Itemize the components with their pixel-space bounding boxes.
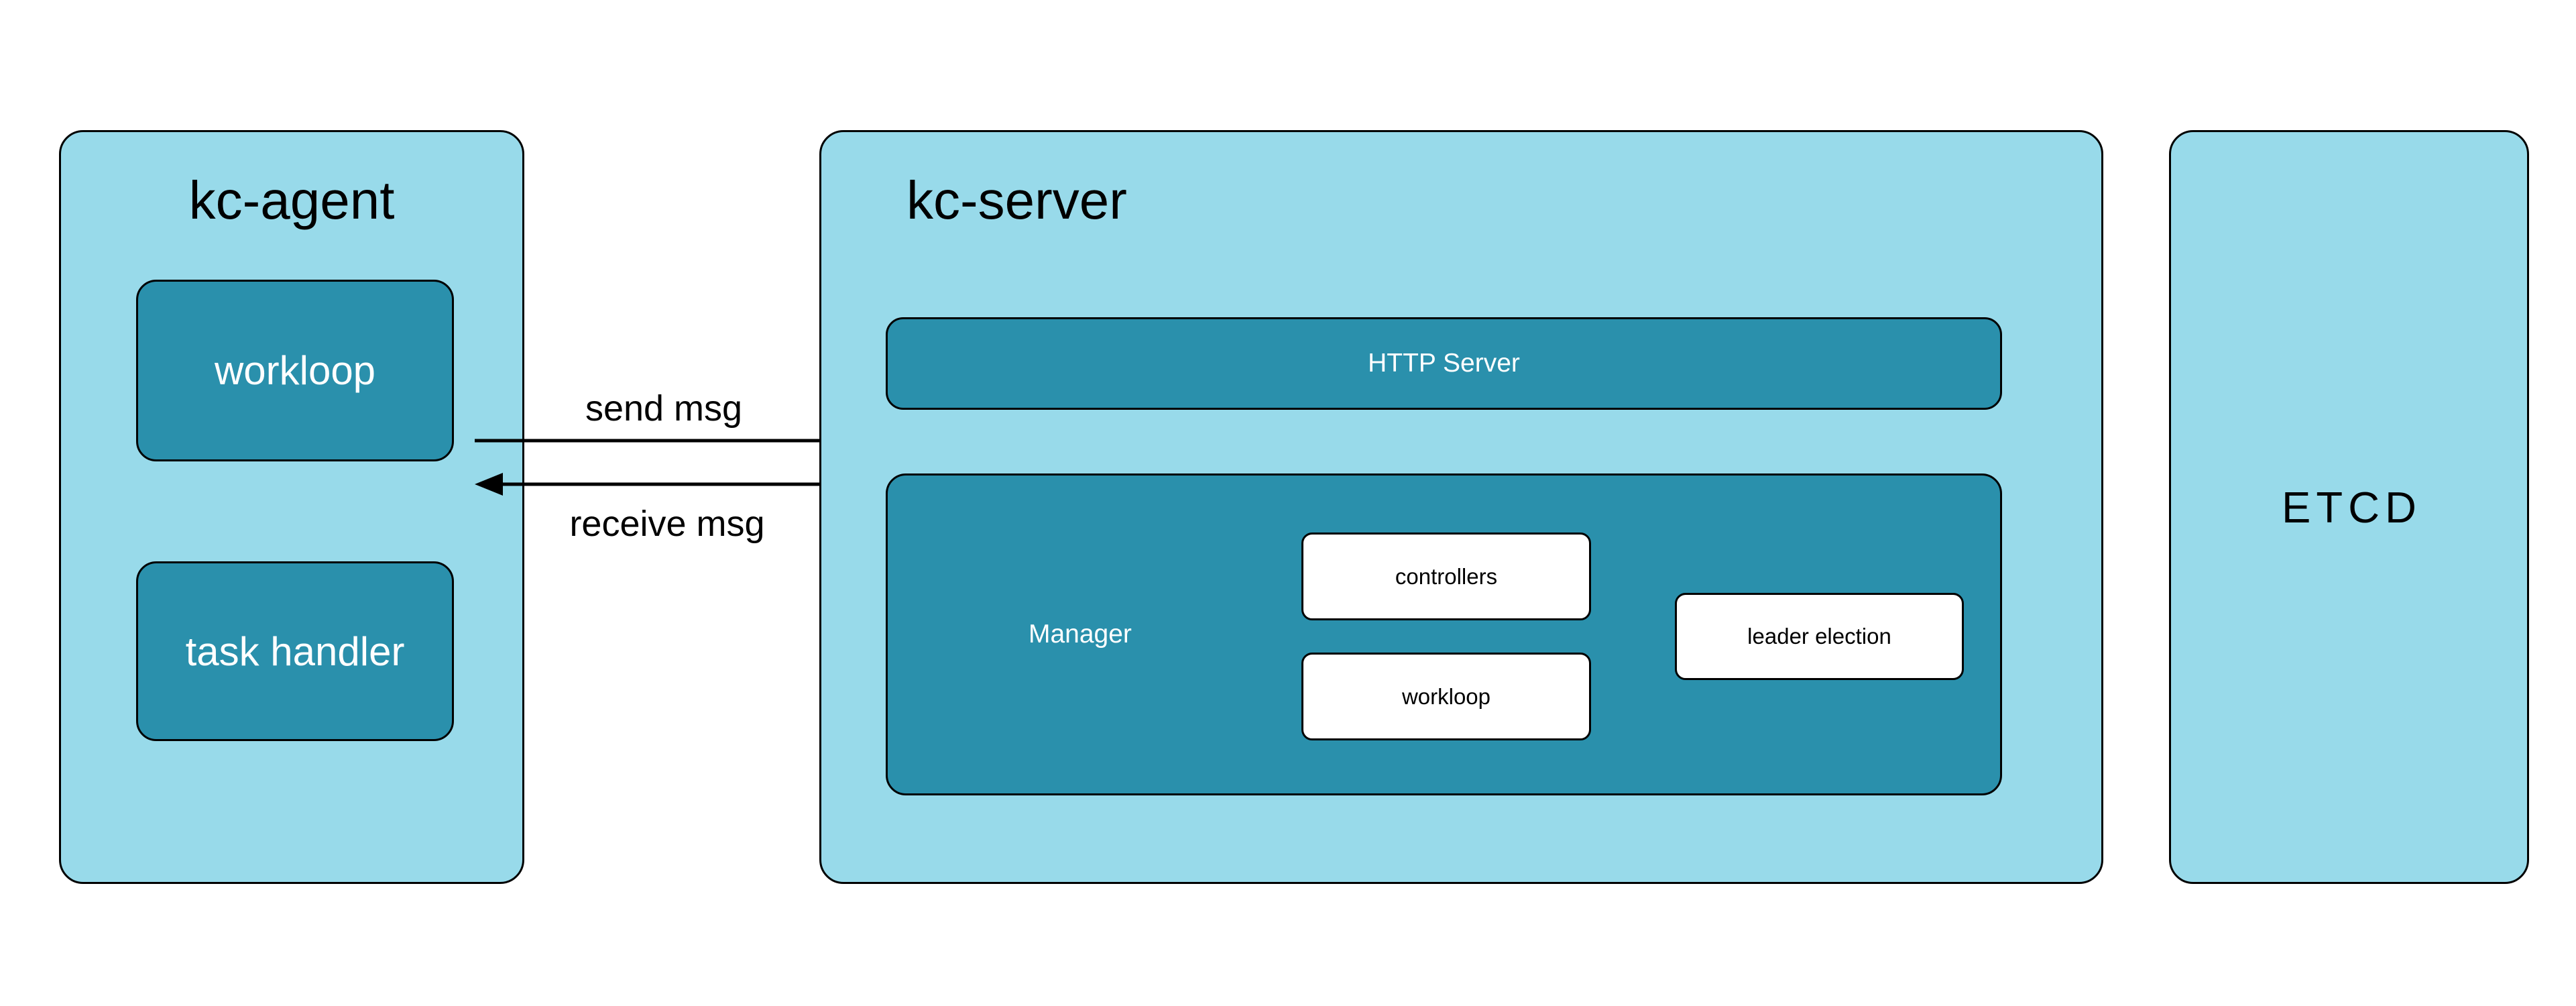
controllers-label: controllers <box>1395 563 1498 589</box>
kc-agent-title: kc-agent <box>188 170 395 230</box>
http-server-box: HTTP Server <box>886 317 2002 410</box>
manager-workloop-box: workloop <box>1301 653 1591 740</box>
agent-workloop-box: workloop <box>136 280 454 461</box>
manager-box: Manager controllers workloop leader elec… <box>886 473 2002 795</box>
kc-server-container: kc-server HTTP Server Manager controller… <box>819 130 2103 884</box>
send-arrow <box>475 429 862 452</box>
etcd-title: ETCD <box>2282 482 2422 532</box>
http-server-label: HTTP Server <box>1368 349 1520 378</box>
leader-election-label: leader election <box>1747 624 1891 649</box>
manager-label: Manager <box>1029 620 1132 649</box>
receive-msg-label: receive msg <box>569 504 765 544</box>
agent-task-handler-box: task handler <box>136 561 454 741</box>
send-msg-label: send msg <box>585 388 743 429</box>
agent-workloop-label: workloop <box>214 348 376 393</box>
receive-arrow <box>475 473 862 496</box>
agent-task-handler-label: task handler <box>185 628 405 674</box>
controllers-box: controllers <box>1301 533 1591 620</box>
kc-server-title: kc-server <box>906 170 1127 230</box>
leader-election-box: leader election <box>1675 593 1964 680</box>
etcd-container: ETCD <box>2169 130 2529 884</box>
manager-workloop-label: workloop <box>1401 683 1491 709</box>
kc-agent-container: kc-agent workloop task handler <box>59 130 524 884</box>
